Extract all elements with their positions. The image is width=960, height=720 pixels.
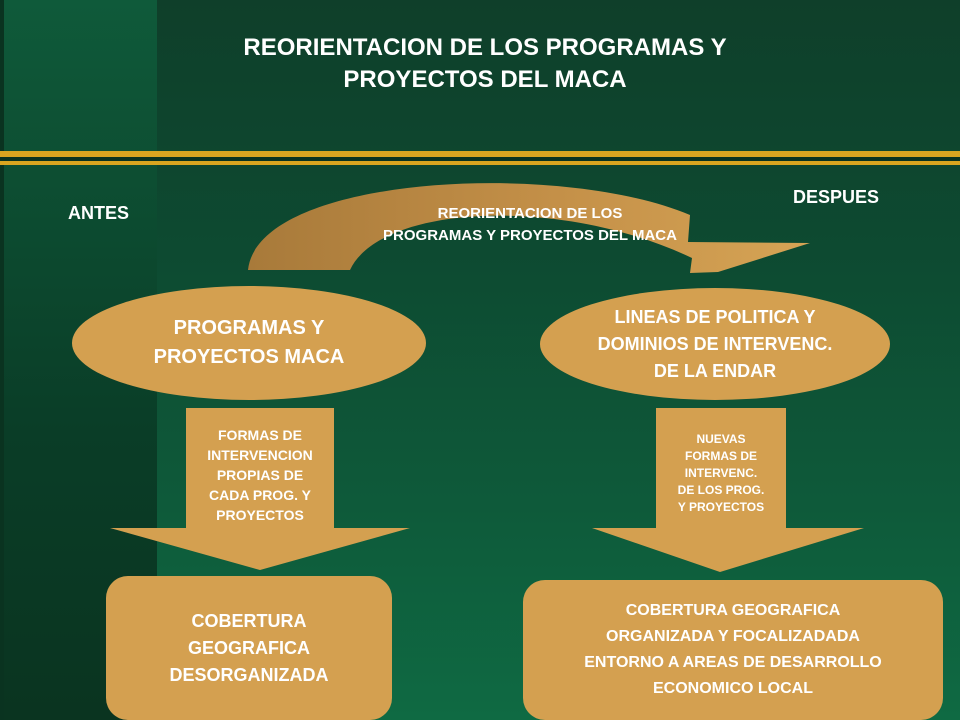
left-arrow-line-1: FORMAS DE [218, 427, 302, 443]
right-arrow-line-2: FORMAS DE [685, 449, 757, 463]
right-ellipse-line-3: DE LA ENDAR [653, 360, 777, 381]
right-arrow-line-5: Y PROYECTOS [677, 500, 765, 514]
left-arrow-line-5: PROYECTOS [216, 507, 304, 523]
right-box-line-3: ENTORNO A AREAS DE DESARROLLO [584, 654, 882, 671]
antes-label: ANTES [68, 203, 130, 223]
right-down-arrow [592, 408, 864, 572]
left-down-arrow [110, 408, 410, 570]
gold-stripe-bottom [0, 161, 960, 165]
left-arrow-label: FORMAS DE INTERVENCION PROPIAS DE CADA P… [186, 425, 334, 525]
title-line-1: REORIENTACION DE LOS PROGRAMAS Y [243, 34, 727, 61]
right-arrow-line-1: NUEVAS [696, 432, 746, 446]
cobertura-organizada-box: COBERTURA GEOGRAFICA ORGANIZADA Y FOCALI… [523, 580, 943, 720]
right-box-line-4: ECONOMICO LOCAL [653, 680, 813, 697]
right-box-line-2: ORGANIZADA Y FOCALIZADADA [606, 628, 860, 645]
curved-reorientation-arrow [248, 183, 810, 273]
left-ellipse-line-2: PROYECTOS MACA [153, 346, 345, 368]
lineas-politica-ellipse: LINEAS DE POLITICA Y DOMINIOS DE INTERVE… [540, 288, 890, 400]
programas-proyectos-ellipse: PROGRAMAS Y PROYECTOS MACA [72, 286, 426, 400]
curved-arrow-label: REORIENTACION DE LOS PROGRAMAS Y PROYECT… [300, 203, 760, 247]
left-arrow-line-4: CADA PROG. Y [209, 487, 311, 503]
slide-title: REORIENTACION DE LOS PROGRAMAS Y PROYECT… [160, 32, 810, 96]
title-line-2: PROYECTOS DEL MACA [343, 66, 627, 93]
dark-stripe-middle [0, 157, 960, 161]
left-arrow-line-2: INTERVENCION [207, 447, 313, 463]
left-box-line-2: GEOGRAFICA [187, 637, 310, 658]
curved-arrow-line-2: PROGRAMAS Y PROYECTOS DEL MACA [383, 227, 677, 244]
left-arrow-line-3: PROPIAS DE [216, 467, 304, 483]
right-arrow-label: NUEVAS FORMAS DE INTERVENC. DE LOS PROG.… [656, 431, 786, 516]
gold-stripe-top [0, 151, 960, 157]
right-box-line-1: COBERTURA GEOGRAFICA [625, 602, 841, 619]
left-ellipse-line-1: PROGRAMAS Y [173, 317, 325, 339]
left-box-line-3: DESORGANIZADA [169, 664, 329, 685]
left-box-line-1: COBERTURA [191, 610, 307, 631]
right-ellipse-line-2: DOMINIOS DE INTERVENC. [597, 333, 833, 354]
right-ellipse-line-1: LINEAS DE POLITICA Y [614, 306, 816, 327]
cobertura-desorganizada-box: COBERTURA GEOGRAFICA DESORGANIZADA [106, 576, 392, 720]
right-arrow-line-4: DE LOS PROG. [677, 483, 765, 497]
despues-label: DESPUES [793, 187, 880, 207]
curved-arrow-line-1: REORIENTACION DE LOS [437, 205, 623, 222]
right-arrow-line-3: INTERVENC. [684, 466, 758, 480]
